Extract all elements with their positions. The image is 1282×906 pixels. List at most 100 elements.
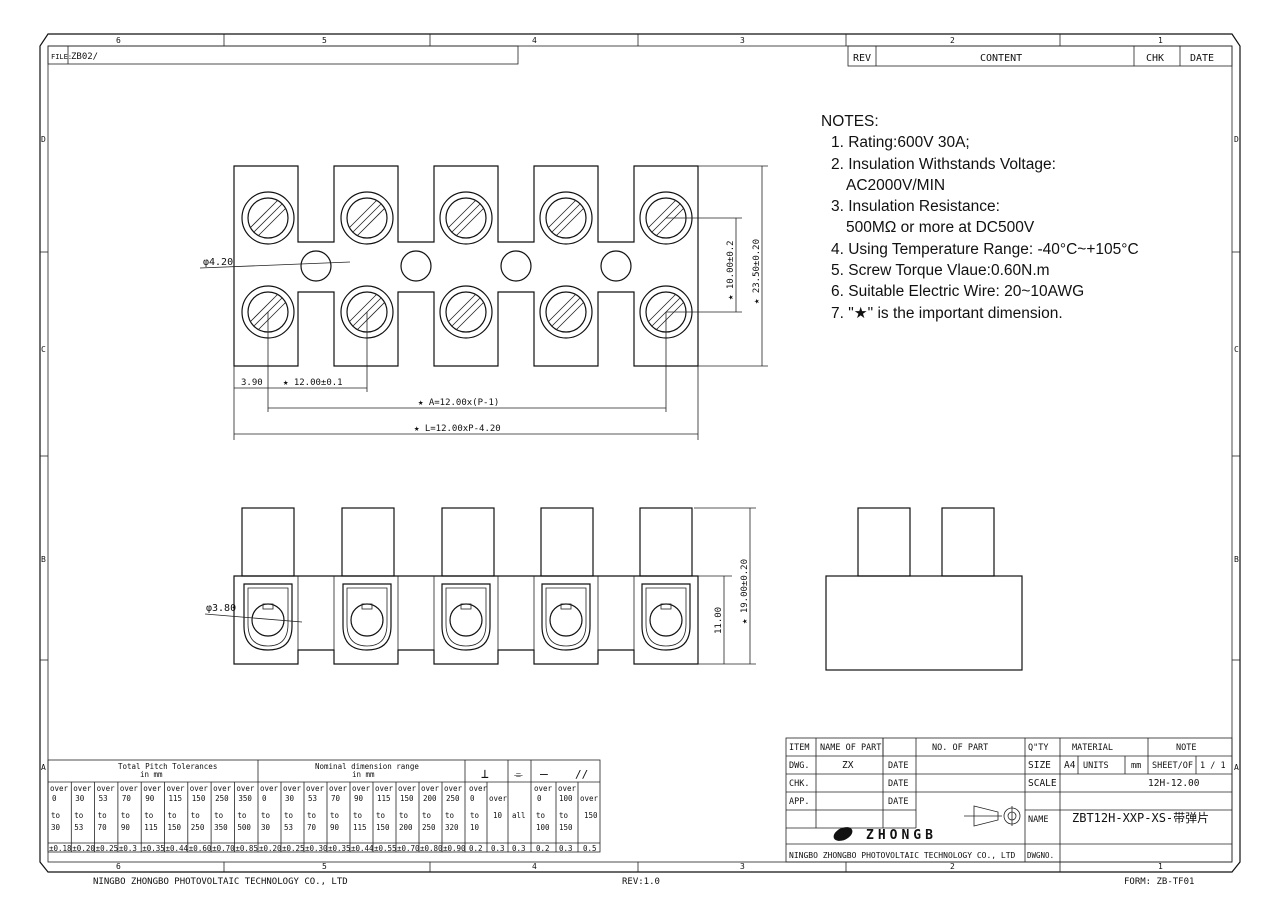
geo-symbol: — bbox=[540, 767, 548, 782]
tb-chk: CHK. bbox=[789, 779, 809, 789]
total-height-label: ★ 19.00±0.20 bbox=[740, 559, 750, 624]
length-dims: 3.90 ★ 12.00±0.1 ★ A=12.00x(P-1) ★ L=12.… bbox=[233, 312, 699, 440]
screw-head-icon bbox=[439, 191, 493, 245]
height-inner-label: ★ 10.00±0.2 bbox=[726, 240, 736, 300]
range-to: to bbox=[51, 811, 61, 820]
screw-top-row bbox=[241, 191, 693, 245]
range-low: 90 bbox=[354, 794, 364, 803]
range-over: over bbox=[283, 784, 302, 793]
screw-leader bbox=[204, 613, 303, 623]
hole-leader bbox=[199, 261, 351, 269]
range-over: over bbox=[190, 784, 209, 793]
file-label: FILE: bbox=[51, 53, 72, 61]
range-to: to bbox=[284, 811, 294, 820]
tb-sheet-label: SHEET/OF bbox=[1152, 761, 1193, 771]
note-item: 1. Rating:600V 30A; bbox=[831, 134, 970, 152]
tb-scale-value: 12H-12.00 bbox=[1148, 778, 1200, 789]
range-high: 350 bbox=[214, 823, 228, 832]
hole-dia-label: φ4.20 bbox=[203, 257, 233, 268]
geo-tol: 0.3 bbox=[491, 844, 505, 853]
zone-row-label: A bbox=[1234, 763, 1239, 772]
screw-cap bbox=[241, 507, 295, 577]
range-high: 53 bbox=[74, 823, 83, 832]
geo-symbol: ⌯ bbox=[514, 768, 523, 781]
mounting-hole bbox=[400, 250, 432, 282]
revision-header: REV CONTENT CHK DATE bbox=[847, 45, 1233, 67]
range-high: 250 bbox=[422, 823, 436, 832]
note-item: 500MΩ or more at DC500V bbox=[846, 219, 1035, 237]
zone-col-label: 4 bbox=[532, 862, 537, 871]
screw-cap bbox=[639, 507, 693, 577]
range-high: 90 bbox=[330, 823, 340, 832]
screw-head-icon bbox=[539, 285, 593, 339]
wire-clamp-icon bbox=[342, 583, 392, 651]
zone-labels: 6 5 4 3 2 1 6 5 4 3 2 1 D C B A D C B A bbox=[41, 36, 1239, 871]
height-dims: ★ 10.00±0.2 ★ 23.50±0.20 bbox=[666, 165, 768, 367]
geo-range: 0 bbox=[470, 794, 475, 803]
screw-cap bbox=[540, 507, 594, 577]
range-high: 115 bbox=[144, 823, 158, 832]
pitch-unit: in mm bbox=[140, 770, 163, 779]
range-to: to bbox=[330, 811, 340, 820]
geo-tol: 0.5 bbox=[583, 844, 597, 853]
range-over: over bbox=[306, 784, 325, 793]
pitch-label: ★ 12.00±0.1 bbox=[283, 378, 343, 388]
screw-head-icon bbox=[241, 191, 295, 245]
tb-name-label: NAME bbox=[1028, 815, 1048, 825]
screw-cap bbox=[341, 507, 395, 577]
geo-range: to bbox=[559, 811, 569, 820]
range-high: 500 bbox=[237, 823, 251, 832]
geo-tol: 0.2 bbox=[536, 844, 550, 853]
mounting-hole bbox=[600, 250, 632, 282]
wire-clamp-icon bbox=[541, 583, 591, 651]
wire-clamp-icon bbox=[441, 583, 491, 651]
file-value: ZB02/ bbox=[71, 52, 98, 62]
tb-note: NOTE bbox=[1176, 743, 1196, 753]
zone-col-label: 2 bbox=[950, 862, 955, 871]
geo-range: to bbox=[470, 811, 480, 820]
geo-range: all bbox=[512, 811, 526, 820]
range-tolerance: ±0.20 bbox=[259, 844, 282, 853]
range-over: over bbox=[444, 784, 463, 793]
tb-item: ITEM bbox=[789, 743, 809, 753]
range-over: over bbox=[236, 784, 255, 793]
geo-range: over bbox=[558, 784, 577, 793]
company-logo-icon: ZHONGB bbox=[833, 827, 937, 843]
range-tolerance: ±0.90 bbox=[443, 844, 466, 853]
zone-col-label: 4 bbox=[532, 36, 537, 45]
tb-dwg-by: ZX bbox=[842, 760, 854, 771]
range-to: to bbox=[422, 811, 432, 820]
range-tolerance: ±0.70 bbox=[397, 844, 420, 853]
file-header: FILE: ZB02/ bbox=[47, 45, 519, 65]
range-high: 320 bbox=[445, 823, 459, 832]
zone-col-label: 3 bbox=[740, 36, 745, 45]
range-tolerance: ±0.60 bbox=[189, 844, 212, 853]
range-tolerance: ±0.35 bbox=[142, 844, 165, 853]
range-over: over bbox=[329, 784, 348, 793]
range-high: 250 bbox=[191, 823, 205, 832]
rev-header: REV bbox=[853, 53, 871, 64]
side-height-label: 11.00 bbox=[714, 607, 724, 634]
pitch-title: Total Pitch Tolerances bbox=[118, 762, 217, 771]
content-header: CONTENT bbox=[980, 53, 1022, 64]
title-block: ITEM NAME OF PART NO. OF PART Q"TY MATER… bbox=[785, 737, 1233, 863]
tb-size-label: SIZE bbox=[1028, 760, 1051, 771]
range-high: 150 bbox=[376, 823, 390, 832]
note-item: 5. Screw Torque Vlaue:0.60N.m bbox=[831, 262, 1050, 280]
note-item: 3. Insulation Resistance: bbox=[831, 198, 1000, 216]
range-over: over bbox=[421, 784, 440, 793]
notes-block: NOTES: 1. Rating:600V 30A; 2. Insulation… bbox=[821, 111, 1139, 324]
range-to: to bbox=[376, 811, 386, 820]
screw-head-icon bbox=[241, 285, 295, 339]
logo-text: ZHONGB bbox=[866, 828, 937, 843]
zone-col-label: 6 bbox=[116, 862, 121, 871]
range-high: 70 bbox=[307, 823, 317, 832]
range-to: to bbox=[168, 811, 178, 820]
geo-range: over bbox=[580, 794, 599, 803]
geo-range: 150 bbox=[584, 811, 598, 820]
zone-col-label: 5 bbox=[322, 36, 327, 45]
range-tolerance: ±0.44 bbox=[351, 844, 374, 853]
footer-rev: REV:1.0 bbox=[622, 877, 660, 887]
top-view: φ4.20 ★ 10.00±0.2 ★ 23.50±0.20 3.90 ★ 12… bbox=[199, 165, 768, 440]
range-high: 150 bbox=[168, 823, 182, 832]
